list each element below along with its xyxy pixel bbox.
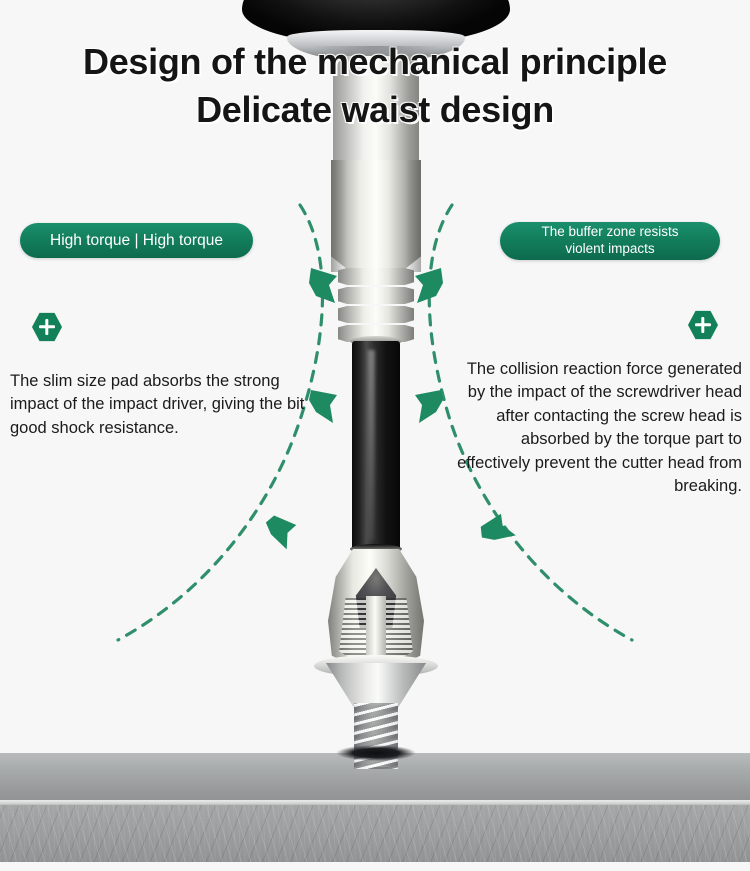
title-line-1: Design of the mechanical principle — [83, 41, 667, 82]
hexagon-shape — [32, 312, 62, 342]
page-title: Design of the mechanical principle Delic… — [0, 38, 750, 134]
badge-right-text: The buffer zone resists violent impacts — [541, 224, 678, 258]
collar-shadow — [287, 46, 465, 64]
badge-right-line-1: The buffer zone resists — [541, 224, 679, 240]
badge-left-label: High torque | High torque — [50, 231, 223, 249]
left-arrowheads — [265, 268, 337, 550]
right-dashed-arc — [427, 203, 634, 642]
feature-text-left: The slim size pad absorbs the strong imp… — [10, 372, 305, 437]
groove-ring — [338, 306, 414, 323]
arrowhead-icon — [415, 390, 443, 423]
badge-high-torque[interactable]: High torque | High torque — [20, 223, 253, 258]
bit-tip-center-rib — [366, 596, 386, 658]
groove-ring — [338, 268, 414, 285]
right-arrowheads — [415, 268, 516, 540]
work-surface-edge — [0, 800, 750, 806]
work-surface-front-face — [0, 805, 750, 871]
feature-text-right: The collision reaction force generated b… — [457, 360, 742, 496]
arrowhead-icon — [309, 390, 337, 423]
arrowhead-icon — [415, 268, 443, 303]
arrowhead-icon — [265, 515, 297, 550]
groove-ring — [338, 287, 414, 304]
hex-shank-left-facet — [331, 160, 347, 272]
work-surface-floor — [0, 862, 750, 871]
upper-shaft — [333, 56, 419, 166]
hexagon-plus-icon — [32, 312, 62, 342]
arrowhead-icon — [309, 268, 337, 303]
screwdriver-bit-illustration — [242, 0, 510, 769]
badge-right-line-2: violent impacts — [565, 241, 655, 256]
screw-entry-hole — [336, 745, 416, 761]
grooved-rings — [338, 268, 414, 344]
torsion-zone-highlight — [368, 350, 375, 540]
title-line-2: Delicate waist design — [196, 88, 554, 130]
hexagon-shape — [688, 310, 718, 340]
arrowhead-icon — [480, 513, 516, 540]
hex-shank-right-facet — [405, 160, 421, 272]
hexagon-plus-icon — [688, 310, 718, 340]
badge-buffer-zone[interactable]: The buffer zone resists violent impacts — [500, 222, 720, 260]
left-dashed-arc — [116, 203, 325, 642]
black-torsion-waist-zone — [352, 341, 400, 550]
